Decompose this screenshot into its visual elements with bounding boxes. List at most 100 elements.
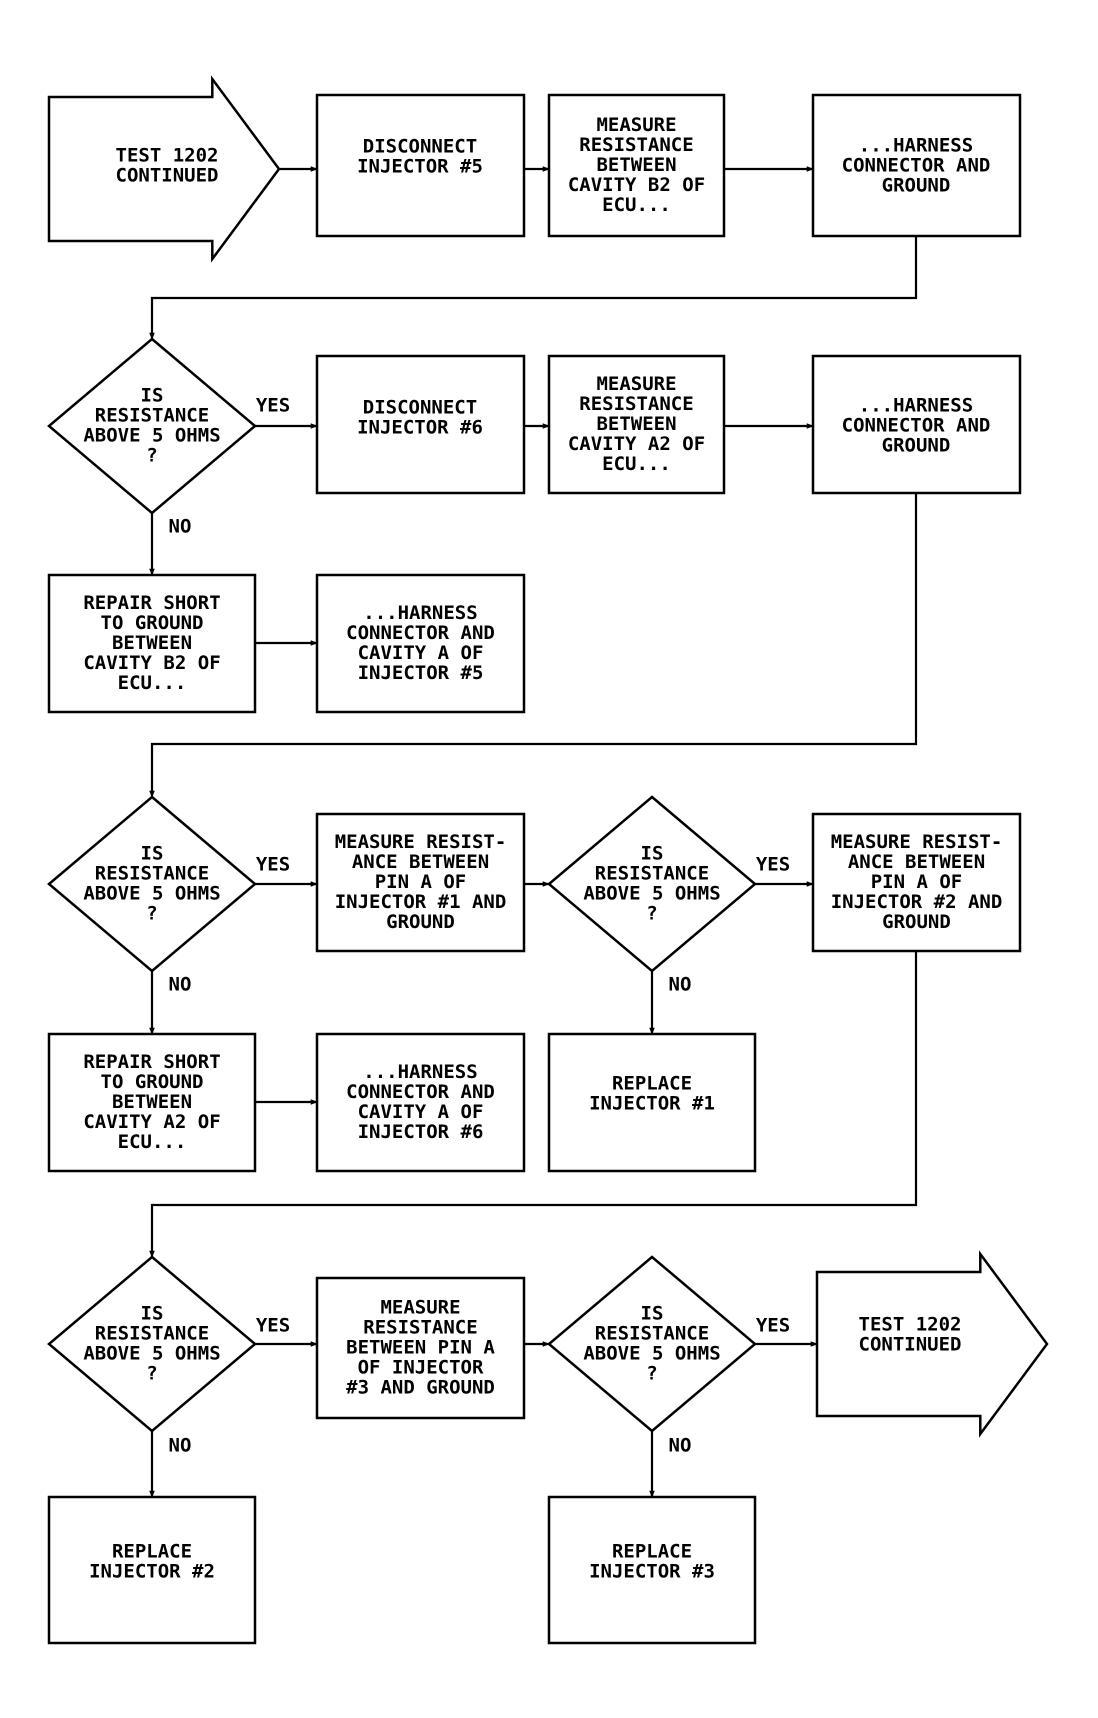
decision-resistance-2-line: ABOVE 5 OHMS <box>83 883 220 905</box>
label-no-d5: NO <box>669 1435 692 1457</box>
box-replace-injector-2-frame <box>47 1495 257 1645</box>
box-measure-injector-3-line: OF INJECTOR <box>358 1357 484 1379</box>
box-replace-injector-3-line: INJECTOR #3 <box>589 1561 715 1583</box>
box-repair-short-cavity-a2-line: BETWEEN <box>112 1091 192 1113</box>
decision-resistance-1-frame <box>47 337 257 515</box>
label-yes-d1: YES <box>256 395 290 417</box>
box-repair-short-cavity-b2-line: REPAIR SHORT <box>83 592 220 614</box>
end-arrow-test-1202-continued-line: TEST 1202 <box>859 1314 962 1336</box>
box-harness-ground-2-line: GROUND <box>882 435 951 457</box>
decision-resistance-4-line: IS <box>141 1303 164 1325</box>
decision-resistance-3-line: ABOVE 5 OHMS <box>583 883 720 905</box>
box-disconnect-injector-6-line: INJECTOR #6 <box>357 417 483 439</box>
box-measure-injector-2-frame <box>811 812 1022 953</box>
box-harness-injector-6-line: ...HARNESS <box>363 1061 477 1083</box>
box-replace-injector-1-line: REPLACE <box>612 1073 692 1095</box>
box-replace-injector-1-line: INJECTOR #1 <box>589 1093 715 1115</box>
label-yes-d5: YES <box>756 1315 790 1337</box>
box-harness-ground-2-line: ...HARNESS <box>859 395 973 417</box>
box-harness-ground-1-line: CONNECTOR AND <box>842 155 991 177</box>
decision-resistance-4-line: RESISTANCE <box>95 1323 209 1345</box>
box-measure-injector-3-line: RESISTANCE <box>363 1317 477 1339</box>
box-repair-short-cavity-a2-frame <box>47 1032 257 1173</box>
box-harness-ground-2-frame <box>811 354 1022 495</box>
conn-n6-d2 <box>149 493 918 798</box>
box-measure-injector-3-line: #3 AND GROUND <box>346 1377 495 1399</box>
box-measure-injector-3-line: MEASURE <box>380 1297 460 1319</box>
decision-resistance-3-frame <box>547 795 757 973</box>
start-arrow-test-1202-continued-line: TEST 1202 <box>116 145 219 167</box>
box-repair-short-cavity-b2-line: CAVITY B2 OF <box>83 652 220 674</box>
decision-resistance-2-frame <box>47 795 257 973</box>
box-measure-injector-3-frame <box>315 1276 526 1420</box>
box-disconnect-injector-5-line: DISCONNECT <box>363 136 477 158</box>
box-harness-ground-1-frame <box>811 93 1022 238</box>
start-arrow-test-1202-continued-line: CONTINUED <box>116 165 219 187</box>
box-measure-injector-1-line: GROUND <box>386 911 455 933</box>
box-harness-injector-5-line: INJECTOR #5 <box>358 662 484 684</box>
box-measure-injector-2-line: ANCE BETWEEN <box>848 851 985 873</box>
box-repair-short-cavity-b2-line: TO GROUND <box>101 612 204 634</box>
end-arrow-test-1202-continued-line: CONTINUED <box>859 1334 962 1356</box>
label-no-d1: NO <box>169 516 192 538</box>
decision-resistance-4-line: ABOVE 5 OHMS <box>83 1343 220 1365</box>
box-repair-short-cavity-b2-line: ECU... <box>118 672 187 694</box>
start-arrow-test-1202-continued-frame <box>47 75 281 263</box>
box-repair-short-cavity-a2-line: REPAIR SHORT <box>83 1051 220 1073</box>
decision-resistance-3-line: ? <box>646 903 657 925</box>
decision-resistance-3-line: IS <box>641 843 664 865</box>
box-measure-injector-2-line: MEASURE RESIST- <box>831 831 1003 853</box>
decision-resistance-1-line: ABOVE 5 OHMS <box>83 425 220 447</box>
decision-resistance-1-line: ? <box>146 445 157 467</box>
box-replace-injector-1-frame <box>547 1032 757 1173</box>
decision-resistance-1-line: IS <box>141 385 164 407</box>
box-harness-injector-6-frame <box>315 1032 526 1173</box>
box-harness-injector-6-line: CONNECTOR AND <box>346 1081 495 1103</box>
box-disconnect-injector-6-line: DISCONNECT <box>363 397 477 419</box>
box-harness-ground-2-line: CONNECTOR AND <box>842 415 991 437</box>
box-replace-injector-2-line: REPLACE <box>112 1541 192 1563</box>
box-replace-injector-3-frame <box>547 1495 757 1645</box>
decision-resistance-5-line: IS <box>641 1303 664 1325</box>
box-disconnect-injector-5-line: INJECTOR #5 <box>357 156 483 178</box>
decision-resistance-4-frame <box>47 1255 257 1433</box>
box-replace-injector-2-line: INJECTOR #2 <box>89 1561 215 1583</box>
box-harness-injector-6-line: CAVITY A OF <box>358 1101 484 1123</box>
box-measure-cavity-a2-line: CAVITY A2 OF <box>568 433 705 455</box>
box-harness-ground-1-line: GROUND <box>882 175 951 197</box>
connectors <box>149 166 918 1498</box>
box-measure-injector-1-line: ANCE BETWEEN <box>352 851 489 873</box>
conn-n8-d4 <box>149 951 918 1258</box>
box-harness-injector-5-line: CONNECTOR AND <box>346 622 495 644</box>
decision-resistance-5-line: ? <box>646 1363 657 1385</box>
box-measure-cavity-a2-line: ECU... <box>602 453 671 475</box>
